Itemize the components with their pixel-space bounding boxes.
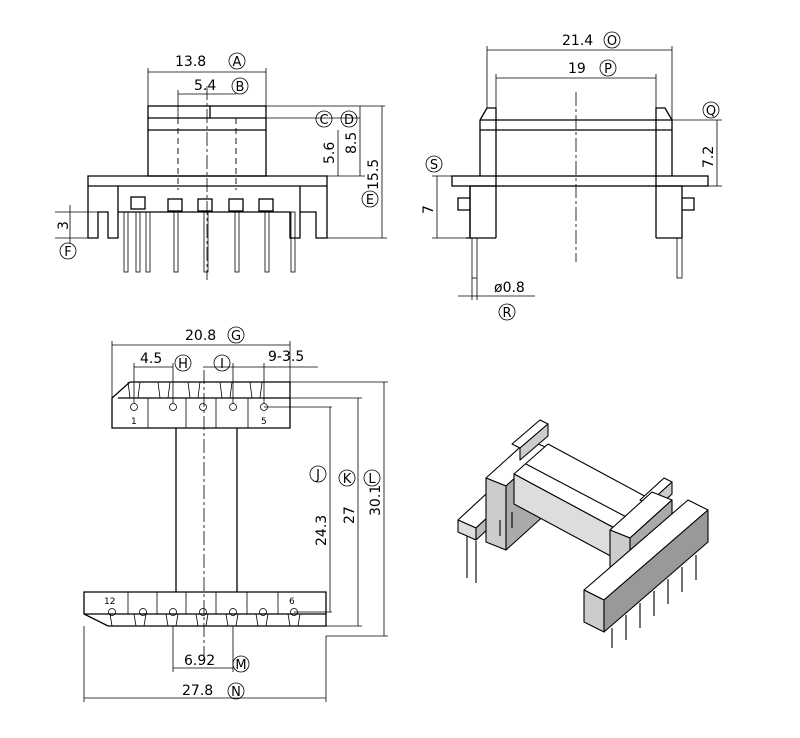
dim-h-value: 4.5 <box>140 351 162 367</box>
marker-c: C <box>319 113 328 128</box>
dim-a-value: 13.8 <box>175 54 206 70</box>
marker-s: S <box>430 158 438 173</box>
marker-f: F <box>64 245 71 260</box>
marker-h: H <box>178 357 188 372</box>
marker-i: I <box>220 357 224 372</box>
marker-q: Q <box>706 104 716 119</box>
pin-label-12: 12 <box>104 597 115 607</box>
marker-n: N <box>231 685 241 700</box>
dim-f-value: 3 <box>56 221 72 230</box>
dim-l-value: 30.1 <box>368 485 384 516</box>
marker-e: E <box>366 193 374 208</box>
dim-d-value: 8.5 <box>344 132 360 154</box>
bottom-view: 1 5 12 6 20.8 <box>83 326 388 702</box>
dim-b-value: 5.4 <box>194 78 216 94</box>
marker-l: L <box>368 472 376 487</box>
marker-r: R <box>502 306 511 321</box>
dim-i-value: 9-3.5 <box>268 349 304 365</box>
marker-j: J <box>315 468 320 483</box>
marker-g: G <box>231 329 241 344</box>
dim-q-value: 7.2 <box>701 146 717 168</box>
pin-label-5: 5 <box>261 417 267 427</box>
marker-k: K <box>343 472 352 487</box>
marker-p: P <box>604 62 612 77</box>
dim-m-value: 6.92 <box>184 653 215 669</box>
dim-o-value: 21.4 <box>562 33 593 49</box>
dim-s-value: 7 <box>421 205 437 214</box>
dim-r-value: ø0.8 <box>494 280 525 296</box>
front-view: 13.8 A 5.4 B C D 5.6 8.5 15.5 E 3 F <box>55 52 387 280</box>
dim-c-value: 5.6 <box>322 142 338 164</box>
dim-n-value: 27.8 <box>182 683 213 699</box>
marker-b: B <box>236 80 245 95</box>
dim-j-value: 24.3 <box>314 515 330 546</box>
marker-a: A <box>233 55 242 70</box>
dim-g-value: 20.8 <box>185 328 216 344</box>
pin-label-1: 1 <box>131 417 137 427</box>
marker-o: O <box>607 34 617 49</box>
marker-d: D <box>344 113 354 128</box>
isometric-view <box>457 419 709 648</box>
dim-p-value: 19 <box>568 61 586 77</box>
dim-k-value: 27 <box>342 506 358 524</box>
marker-m: M <box>235 658 246 673</box>
dim-e-value: 15.5 <box>366 159 382 190</box>
pin-label-6: 6 <box>289 597 295 607</box>
side-view: 21.4 O 19 P 7.2 Q 7 S ø0.8 R <box>421 31 722 321</box>
